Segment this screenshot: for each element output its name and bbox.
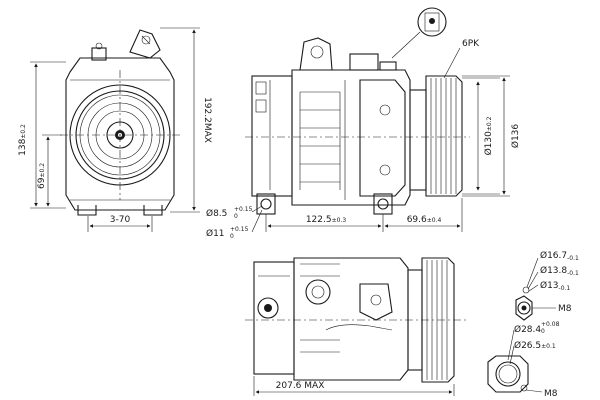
side-body-ribs bbox=[299, 80, 346, 200]
dim-mount-hole: Ø8.5 bbox=[206, 208, 227, 219]
side-mount-lug-front bbox=[373, 193, 393, 215]
port2-thread: M8 bbox=[544, 389, 558, 399]
side-clutch bbox=[409, 89, 427, 191]
side-front-cover bbox=[359, 79, 406, 197]
bottom-view: 207.6 MAX bbox=[245, 257, 466, 396]
dim-mount-hole-tol-low: 0 bbox=[234, 213, 238, 220]
dim-body-length: 122.5±0.3 bbox=[306, 215, 347, 225]
port1-dia-c: Ø13-0.1 bbox=[540, 280, 570, 292]
side-pulley bbox=[425, 75, 463, 197]
port2-dia-a-tol-up: +0.08 bbox=[541, 321, 560, 328]
dim-pulley-groove-dia: Ø130±0.2 bbox=[483, 116, 494, 155]
bottom-rear-housing bbox=[253, 261, 295, 375]
port-detail-1: Ø16.7-0.1 Ø13.8-0.1 Ø13-0.1 M8 bbox=[515, 250, 579, 321]
port1-flange bbox=[515, 295, 533, 321]
bottom-port-front bbox=[359, 283, 393, 321]
dim-height-axis: 69±0.2 bbox=[37, 163, 47, 189]
dim-pulley-offset: 69.6±0.4 bbox=[407, 215, 442, 225]
front-view: 138±0.2 69±0.2 192.2MAX 3-70 bbox=[18, 27, 212, 232]
port1-thread: M8 bbox=[558, 304, 572, 314]
port2-dia-a: Ø28.4 bbox=[514, 324, 541, 335]
port1-dia-b: Ø13.8-0.1 bbox=[540, 265, 579, 277]
port2-dia-a-tol-low: 0 bbox=[541, 328, 545, 335]
valve-detail-callout bbox=[417, 7, 447, 37]
front-mount-ear-left bbox=[77, 205, 97, 216]
dim-overall-length: 207.6 MAX bbox=[276, 381, 325, 391]
front-housing-outline bbox=[65, 57, 175, 211]
front-mount-ear-right bbox=[143, 205, 163, 216]
dim-counterbore-tol-up: +0.15 bbox=[230, 226, 249, 233]
bottom-port-mid bbox=[305, 279, 331, 305]
side-pulley-grooves bbox=[430, 78, 457, 194]
side-top-valve bbox=[299, 37, 333, 71]
dim-height-total: 138±0.2 bbox=[18, 124, 28, 156]
dim-counterbore: Ø11 bbox=[206, 228, 225, 239]
front-top-valve bbox=[129, 29, 161, 59]
port2-dia-b: Ø26.5±0.1 bbox=[514, 340, 556, 351]
dim-mount-hole-tol-up: +0.15 bbox=[234, 206, 253, 213]
side-mount-lug-rear bbox=[256, 193, 276, 215]
port1-dia-a: Ø16.7-0.1 bbox=[540, 250, 579, 262]
side-view: 6PK Ø130±0.2 Ø136 Ø8.5 +0.15 0 Ø11 +0.15… bbox=[206, 7, 521, 240]
bottom-pulley bbox=[421, 257, 455, 383]
dim-counterbore-tol-low: 0 bbox=[230, 233, 234, 240]
port2-flange bbox=[487, 355, 529, 393]
side-cylinder-body bbox=[291, 69, 411, 206]
port-detail-2: Ø28.4 +0.08 0 Ø26.5±0.1 M8 bbox=[487, 321, 560, 399]
dim-pulley-outer-dia: Ø136 bbox=[510, 124, 521, 149]
front-top-fitting-left bbox=[91, 47, 107, 61]
belt-type-label: 6PK bbox=[462, 39, 480, 49]
dim-height-max: 192.2MAX bbox=[202, 97, 212, 143]
dim-width-offset: 3-70 bbox=[110, 215, 131, 225]
bottom-port-rear bbox=[257, 297, 279, 319]
